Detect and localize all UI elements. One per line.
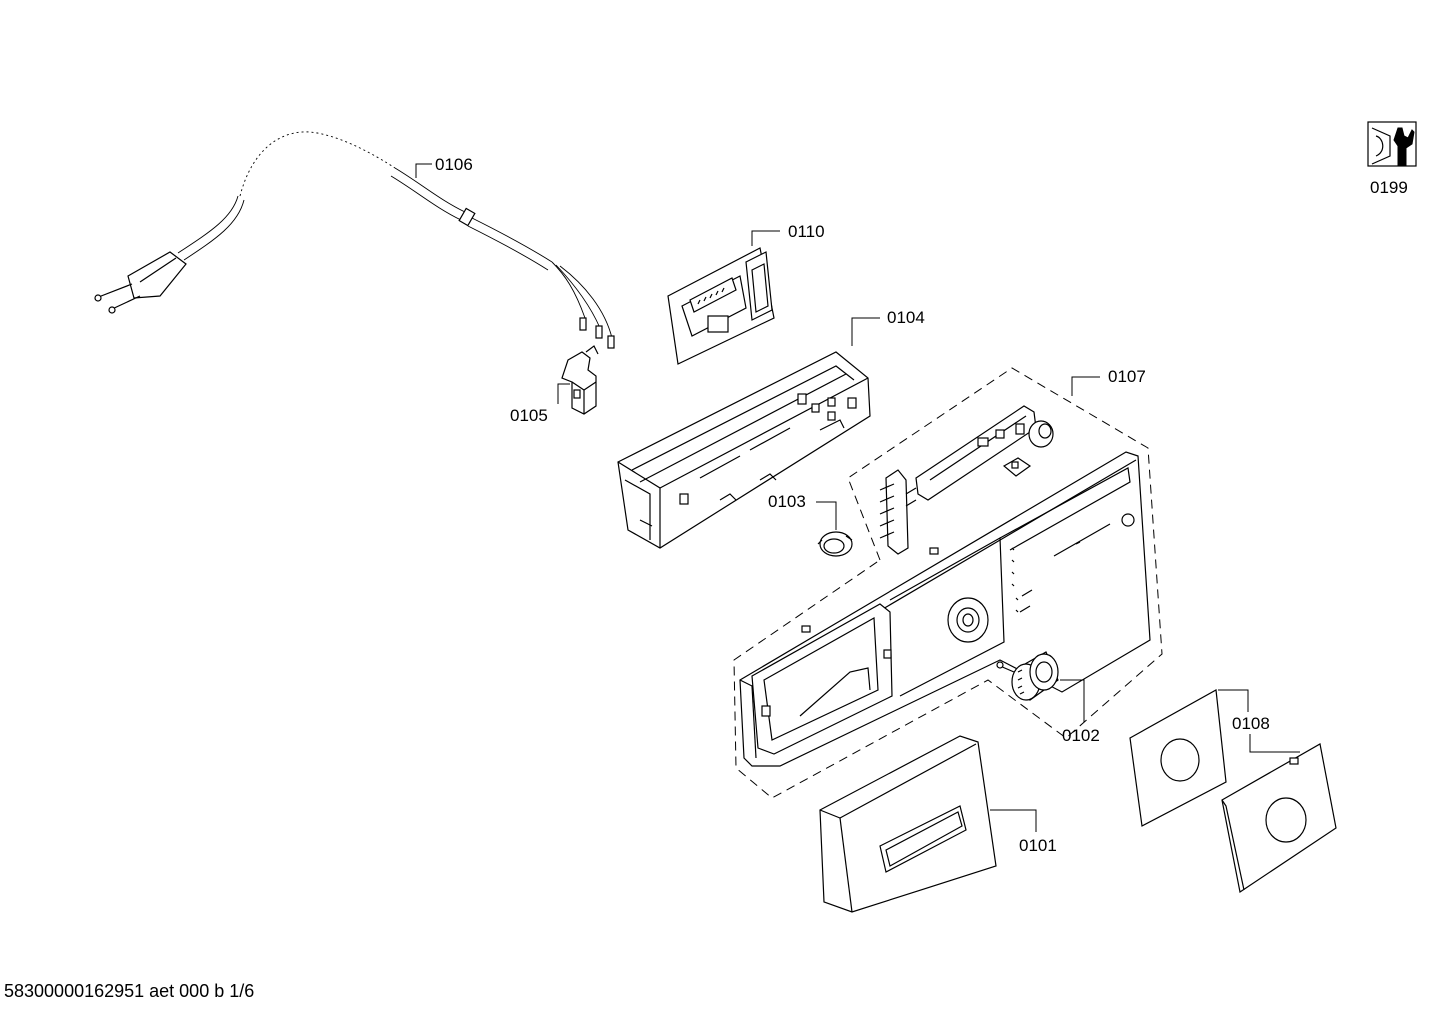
drawer-handle-0101 — [819, 735, 997, 913]
cover-plates-0108 — [1129, 689, 1337, 893]
control-housing-0104 — [617, 351, 871, 549]
interference-filter-0105 — [561, 345, 599, 415]
leader-lines — [415, 163, 1300, 832]
part-label-0101: 0101 — [1019, 836, 1057, 855]
part-label-0104: 0104 — [887, 308, 925, 327]
part-label-0107: 0107 — [1108, 367, 1146, 386]
program-knob-0102 — [996, 651, 1059, 701]
control-module-0110 — [667, 247, 775, 365]
document-reference: 58300000162951 aet 000 b 1/6 — [4, 981, 255, 1001]
control-panel-fascia-0107 — [739, 451, 1151, 767]
part-label-0106: 0106 — [435, 155, 473, 174]
part-label-0105: 0105 — [510, 406, 548, 425]
part-label-0102: 0102 — [1062, 726, 1100, 745]
group-boundary-0107 — [733, 367, 1163, 799]
part-label-0110: 0110 — [788, 222, 825, 241]
light-guide-parts-0107 — [879, 405, 1054, 555]
part-label-0103: 0103 — [768, 492, 806, 511]
power-cord-0106 — [94, 131, 615, 349]
part-label-0108: 0108 — [1232, 714, 1270, 733]
wrench-icon — [1367, 121, 1417, 167]
bearing-0103 — [817, 531, 853, 557]
part-label-0199: 0199 — [1370, 178, 1408, 197]
